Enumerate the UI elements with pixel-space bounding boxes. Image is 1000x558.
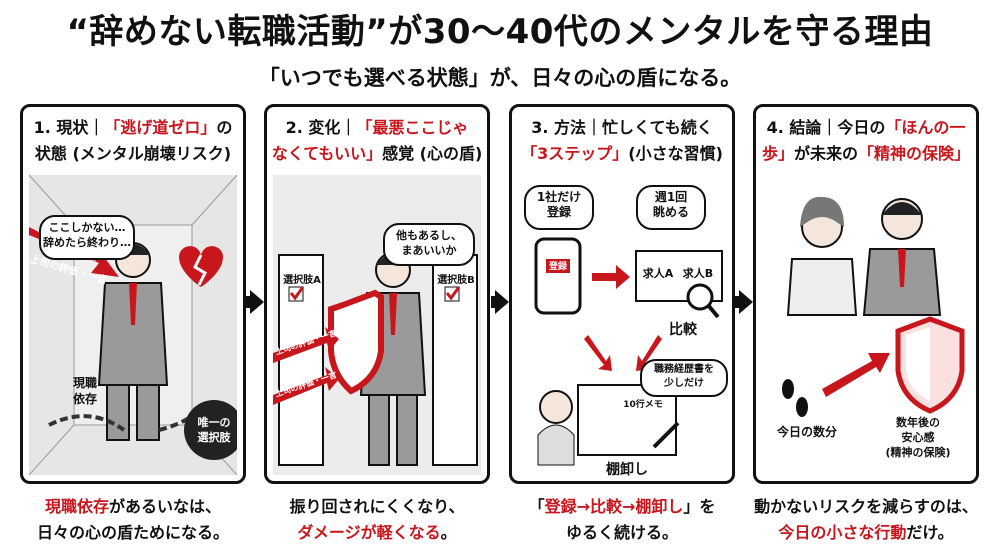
panel-2-illustration: 他もあるし、 まあいいか 選択肢A 選択肢B 上司の評価・一言 上司の評価・一言 — [273, 175, 481, 475]
flow-arrow-shaft — [735, 296, 741, 308]
phone-register-label: 登録 — [548, 262, 567, 272]
panel-1-caption: 現職依存があるいなは、 日々の心の盾ためになる。 — [13, 494, 253, 546]
caption-text: があるいなは、 — [109, 497, 222, 516]
panel-1-illustration: ここしかない… 辞めたら終わり… 上司の評価・一言 現職 依存 唯一の 選択肢 — [28, 174, 243, 476]
panel-4-caption: 動かないリスクを減らすのは、 今日の小さな行動だけ。 — [746, 494, 986, 546]
flow-arrow-icon — [250, 290, 264, 314]
door-a-label: 選択肢A — [283, 275, 321, 286]
caption-emphasis: 今日の小さな行動 — [778, 523, 907, 542]
heading-text: 4. 結論｜今日の — [766, 118, 886, 137]
caption-text: 。 — [440, 523, 457, 542]
flow-arrow-shaft — [491, 296, 497, 308]
caption-text: だけ。 — [906, 523, 954, 542]
panel-4-illustration: 今日の数分 数年後の 安心感 (精神の保険) — [762, 175, 970, 475]
heading-emphasis: 「精神の保険」 — [858, 144, 971, 163]
panel-3-heading: 3. 方法｜忙しくても続く 「3ステップ」(小さな習慣) — [512, 115, 732, 167]
heading-text: (小さな習慣) — [628, 144, 723, 163]
heading-emphasis: 「3ステップ」 — [521, 144, 629, 163]
three-steps-illustration — [534, 237, 723, 466]
weight-label: 唯一の 選択肢 — [197, 416, 231, 444]
panel-conclusion: 4. 結論｜今日の「ほんの一 歩」が未来の「精神の保険」 今日の数分 数年後の … — [753, 104, 979, 484]
heading-text: の — [216, 118, 233, 137]
caption-text: ゆるく続ける。 — [565, 523, 678, 542]
heading-text: 2. 変化｜ — [285, 118, 357, 137]
heading-emphasis: 「最悪ここじゃ — [356, 118, 469, 137]
speech-bubble: 他もあるし、 まあいいか — [383, 223, 475, 266]
step-2-bubble: 週1回 眺める — [636, 185, 706, 230]
page-title: “辞めない転職活動”が30〜40代のメンタルを守る理由 — [66, 12, 934, 52]
heading-text: 3. 方法｜忙しくても続く — [531, 118, 713, 137]
dependency-label: 現職 依存 — [72, 376, 97, 406]
heading-emphasis: 歩」 — [761, 144, 794, 163]
caption-emphasis: 登録→比較→棚卸し — [544, 497, 684, 516]
shield-doors-illustration — [273, 175, 481, 475]
flow-arrow-shaft — [246, 296, 252, 308]
future-insurance-illustration — [782, 196, 965, 417]
panel-current-state: 1. 現状｜「逃げ道ゼロ」の 状態 (メンタル崩壊リスク) ここしかない — [20, 104, 246, 484]
panel-2-caption: 振り回されにくくなり、 ダメージが軽くなる。 — [257, 494, 497, 546]
compare-label: 比較 — [669, 322, 697, 338]
heading-emphasis: 「ほんの一 — [885, 118, 966, 137]
page-subtitle: 「いつでも選べる状態」が、日々の心の盾になる。 — [258, 66, 742, 90]
speech-bubble: ここしかない… 辞めたら終わり… — [39, 215, 135, 260]
panel-method: 3. 方法｜忙しくても続く 「3ステップ」(小さな習慣) 1社だけ 登録 週1回… — [509, 104, 735, 484]
caption-text: 動かないリスクを減らすのは、 — [754, 497, 978, 516]
panel-1-heading: 1. 現状｜「逃げ道ゼロ」の 状態 (メンタル崩壊リスク) — [23, 115, 243, 167]
heading-text: が未来の — [793, 144, 858, 163]
future-label: 数年後の 安心感 (精神の保険) — [885, 416, 951, 459]
heading-emphasis: 「逃げ道ゼロ」 — [104, 118, 217, 137]
caption-text: 振り回されにくくなり、 — [289, 497, 465, 516]
caption-emphasis: ダメージが軽くなる — [297, 523, 441, 542]
step-1-bubble: 1社だけ 登録 — [524, 185, 594, 230]
inventory-label: 棚卸し — [606, 462, 648, 478]
heading-text: 状態 (メンタル崩壊リスク) — [34, 144, 232, 163]
heading-text: 1. 現状｜ — [33, 118, 105, 137]
job-a-label: 求人A — [642, 267, 674, 280]
panel-4-heading: 4. 結論｜今日の「ほんの一 歩」が未来の「精神の保険」 — [756, 115, 976, 167]
job-b-label: 求人B — [682, 267, 714, 280]
memo-label: 10行メモ — [623, 400, 663, 410]
panel-2-heading: 2. 変化｜「最悪ここじゃ なくてもいい」感覚 (心の盾) — [267, 115, 487, 167]
flow-arrow-icon — [739, 290, 753, 314]
panel-3-caption: 「登録→比較→棚卸し」を ゆるく続ける。 — [502, 494, 742, 546]
door-b-label: 選択肢B — [437, 275, 475, 286]
caption-text: 」を — [683, 497, 716, 516]
heading-emphasis: なくてもいい」 — [271, 144, 383, 163]
caption-text: 「 — [528, 497, 545, 516]
minutes-label: 今日の数分 — [776, 425, 837, 439]
panel-3-illustration: 1社だけ 登録 週1回 眺める 登録 求人A 求人B 比較 職務経歴書を 少しだ… — [518, 175, 728, 478]
resume-bubble: 職務経歴書を 少しだけ — [640, 359, 728, 397]
panel-change: 2. 変化｜「最悪ここじゃ なくてもいい」感覚 (心の盾) 他もあるし、 まあい… — [264, 104, 490, 484]
caption-emphasis: 現職依存 — [44, 497, 109, 516]
flow-arrow-icon — [495, 290, 509, 314]
caption-text: 日々の心の盾ためになる。 — [36, 523, 229, 542]
heading-text: 感覚 (心の盾) — [382, 144, 483, 163]
